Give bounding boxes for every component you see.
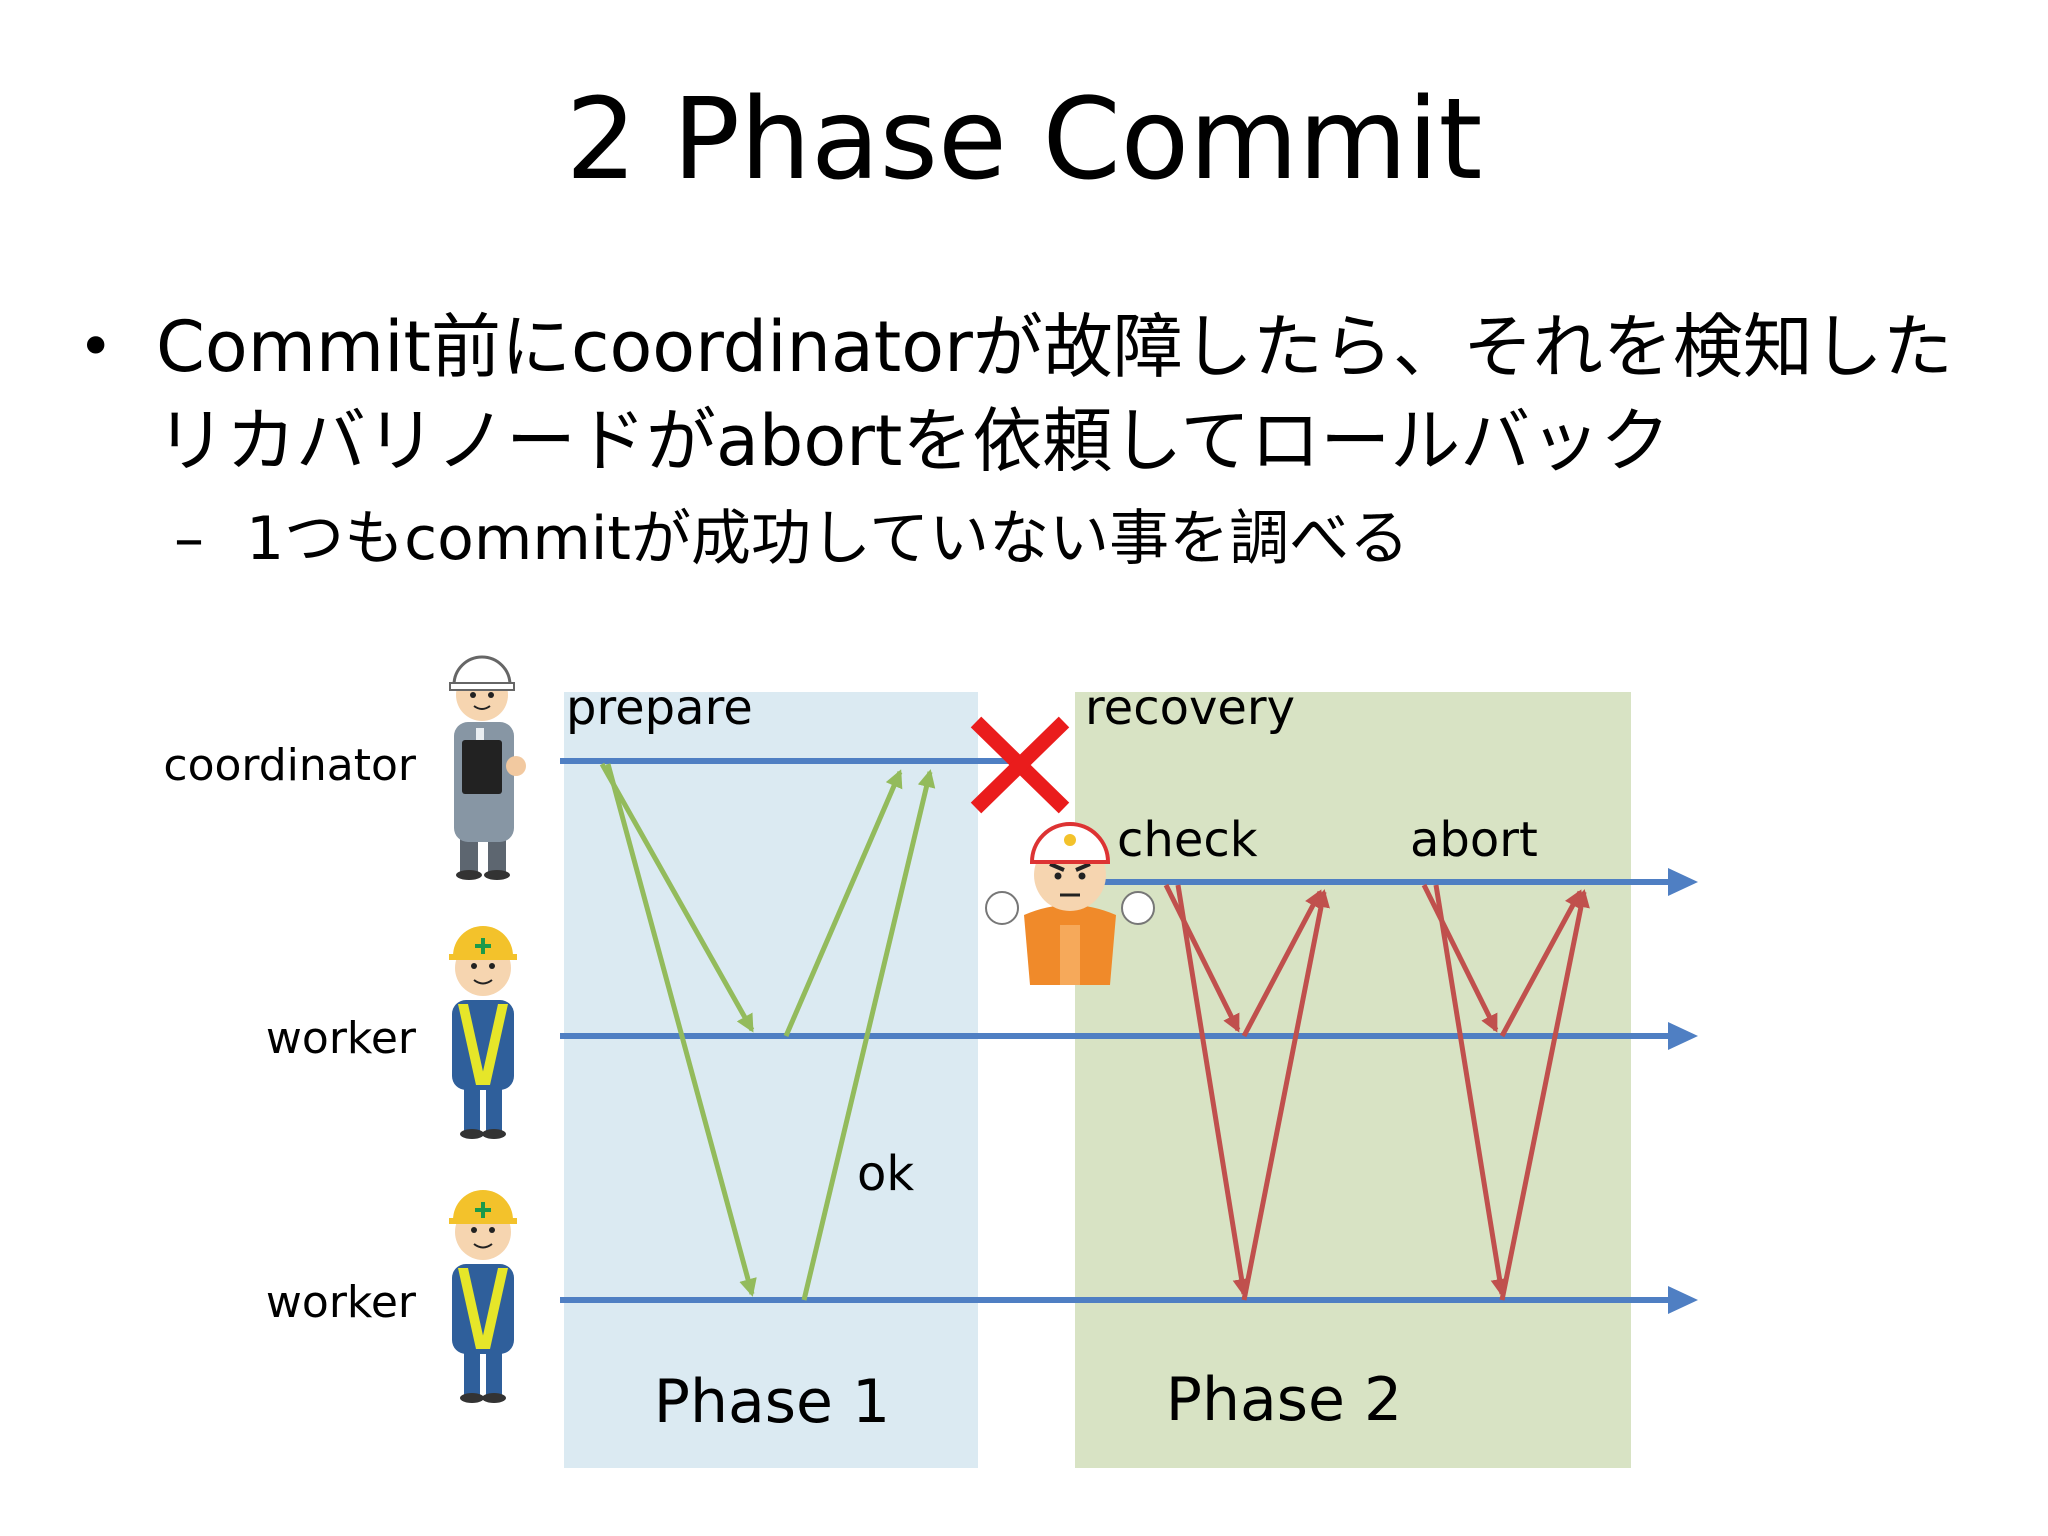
worker-1-timeline: [560, 1022, 1698, 1050]
construction-worker-icon: [449, 926, 517, 1139]
bullet-line-2: リカバリノードがabortを依頼してロールバック: [156, 400, 1671, 482]
phase-2-region: [1075, 692, 1631, 1468]
recovery-label: recovery: [1085, 680, 1295, 736]
recovery-timeline: [1100, 868, 1698, 896]
recovery-worker-icon: [985, 822, 1155, 985]
sub-bullet-marker: –: [174, 504, 204, 574]
failure-cross-icon: [970, 716, 1070, 814]
prepare-messages: [599, 762, 757, 1297]
construction-worker-icon: [449, 1190, 517, 1403]
prepare-label: prepare: [566, 680, 753, 736]
bullet-item: • Commit前にcoordinatorが故障したら、それを検知した リカバリ…: [70, 300, 1990, 488]
sub-bullet-text: 1つもcommitが成功していない事を調べる: [246, 504, 1410, 574]
bullet-line-1: Commit前にcoordinatorが故障したら、それを検知した: [156, 306, 1953, 388]
bullet-marker: •: [78, 312, 114, 382]
abort-label: abort: [1410, 812, 1538, 868]
ok-messages: [783, 769, 936, 1301]
check-label: check: [1117, 812, 1258, 868]
phase-1-label: Phase 1: [654, 1367, 890, 1437]
worker-1-label: worker: [266, 1013, 417, 1064]
supervisor-with-clipboard-icon: [449, 655, 526, 880]
coordinator-label: coordinator: [163, 740, 417, 791]
bullet-list: • Commit前にcoordinatorが故障したら、それを検知した リカバリ…: [70, 300, 1990, 584]
ok-label: ok: [857, 1146, 914, 1202]
worker-2-label: worker: [266, 1277, 417, 1328]
check-messages: [1163, 883, 1330, 1301]
abort-messages: [1421, 883, 1590, 1301]
phase-2-label: Phase 2: [1166, 1365, 1402, 1435]
sub-bullet-item: – 1つもcommitが成功していない事を調べる: [70, 494, 1990, 584]
slide-title: 2 Phase Commit: [565, 75, 1483, 205]
worker-2-timeline: [560, 1286, 1698, 1314]
